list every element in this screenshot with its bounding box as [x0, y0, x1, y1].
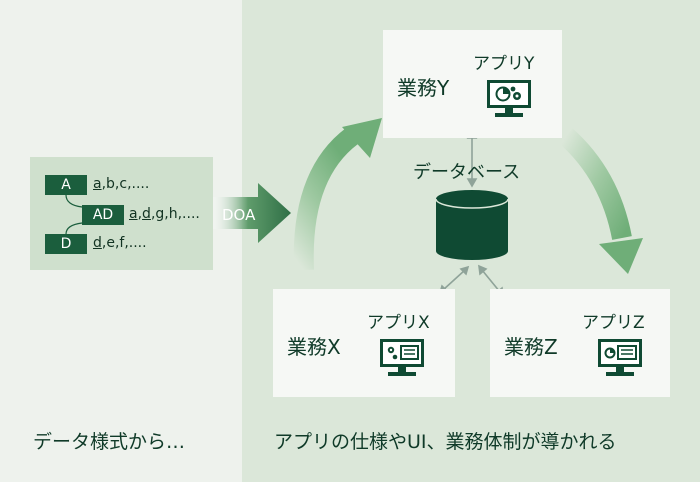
monitor-settings-icon	[380, 339, 424, 376]
app-label-y: アプリY	[473, 54, 535, 74]
app-label-z: アプリZ	[582, 313, 645, 333]
right-caption: アプリの仕様やUI、業務体制が導かれる	[274, 431, 617, 453]
business-label-x: 業務X	[287, 335, 341, 359]
arrow-y-to-z	[559, 128, 632, 241]
left-caption: データ様式から…	[33, 431, 186, 453]
doa-label: DOA	[222, 206, 256, 224]
business-label-y: 業務Y	[397, 76, 450, 100]
arrow-y-to-z-head	[599, 238, 643, 274]
entity-fields-a: a,b,c,....	[93, 176, 150, 192]
arrow-x-to-y-head	[342, 118, 382, 158]
monitor-chart-icon	[487, 80, 531, 117]
arrow-x-to-y	[293, 128, 359, 271]
entity-tag-d: D	[45, 234, 87, 254]
data-schema-card: A a,b,c,.... AD a,d,g,h,.... D d,e,f,...…	[30, 157, 213, 270]
entity-fields-d: d,e,f,....	[93, 235, 147, 251]
entity-fields-ad: a,d,g,h,....	[129, 206, 200, 222]
monitor-document-icon	[598, 339, 642, 376]
entity-tag-ad: AD	[82, 205, 124, 225]
doa-arrow	[213, 183, 291, 243]
business-box-z: 業務Z アプリZ	[490, 289, 670, 397]
business-box-y: 業務Y アプリY	[383, 30, 562, 138]
business-box-x: 業務X アプリX	[273, 289, 455, 397]
entity-tag-a: A	[45, 175, 87, 195]
business-label-z: 業務Z	[504, 335, 558, 359]
database-label: データベース	[413, 162, 521, 183]
schema-connector-lines	[65, 194, 83, 235]
database-icon	[435, 190, 509, 260]
app-label-x: アプリX	[367, 313, 430, 333]
